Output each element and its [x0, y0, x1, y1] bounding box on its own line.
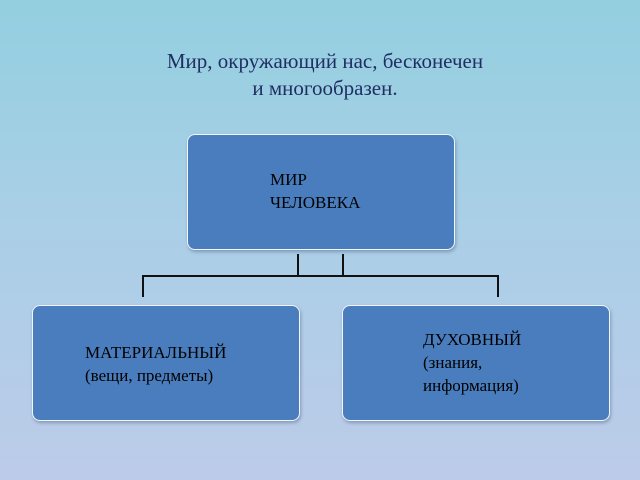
node-material: МАТЕРИАЛЬНЫЙ (вещи, предметы) — [32, 305, 300, 421]
node-spiritual-line-2: (знания, — [423, 353, 483, 372]
diagram-title: Мир, окружающий нас, бесконечен и многоо… — [0, 48, 640, 102]
node-world-of-human-line-2: ЧЕЛОВЕКА — [270, 193, 361, 212]
title-line-1: Мир, окружающий нас, бесконечен — [166, 49, 484, 73]
node-material-line-2: (вещи, предметы) — [85, 366, 214, 385]
connector-drop-right — [497, 275, 499, 297]
node-spiritual: ДУХОВНЫЙ (знания, информация) — [342, 305, 610, 421]
node-spiritual-label: ДУХОВНЫЙ (знания, информация) — [423, 328, 521, 397]
node-material-line-1: МАТЕРИАЛЬНЫЙ — [85, 343, 227, 362]
node-world-of-human-line-1: МИР — [270, 170, 307, 189]
node-world-of-human-label: МИР ЧЕЛОВЕКА — [270, 168, 360, 214]
title-line-2: и многообразен. — [252, 76, 398, 100]
node-material-label: МАТЕРИАЛЬНЫЙ (вещи, предметы) — [85, 341, 226, 387]
connector-drop-left — [142, 275, 144, 297]
connector-stem-left — [297, 254, 299, 276]
connector-horizontal — [142, 275, 499, 277]
connector-stem-right — [342, 254, 344, 276]
node-world-of-human: МИР ЧЕЛОВЕКА — [187, 134, 455, 250]
node-spiritual-line-3: информация) — [423, 376, 519, 395]
node-spiritual-line-1: ДУХОВНЫЙ — [423, 330, 522, 349]
